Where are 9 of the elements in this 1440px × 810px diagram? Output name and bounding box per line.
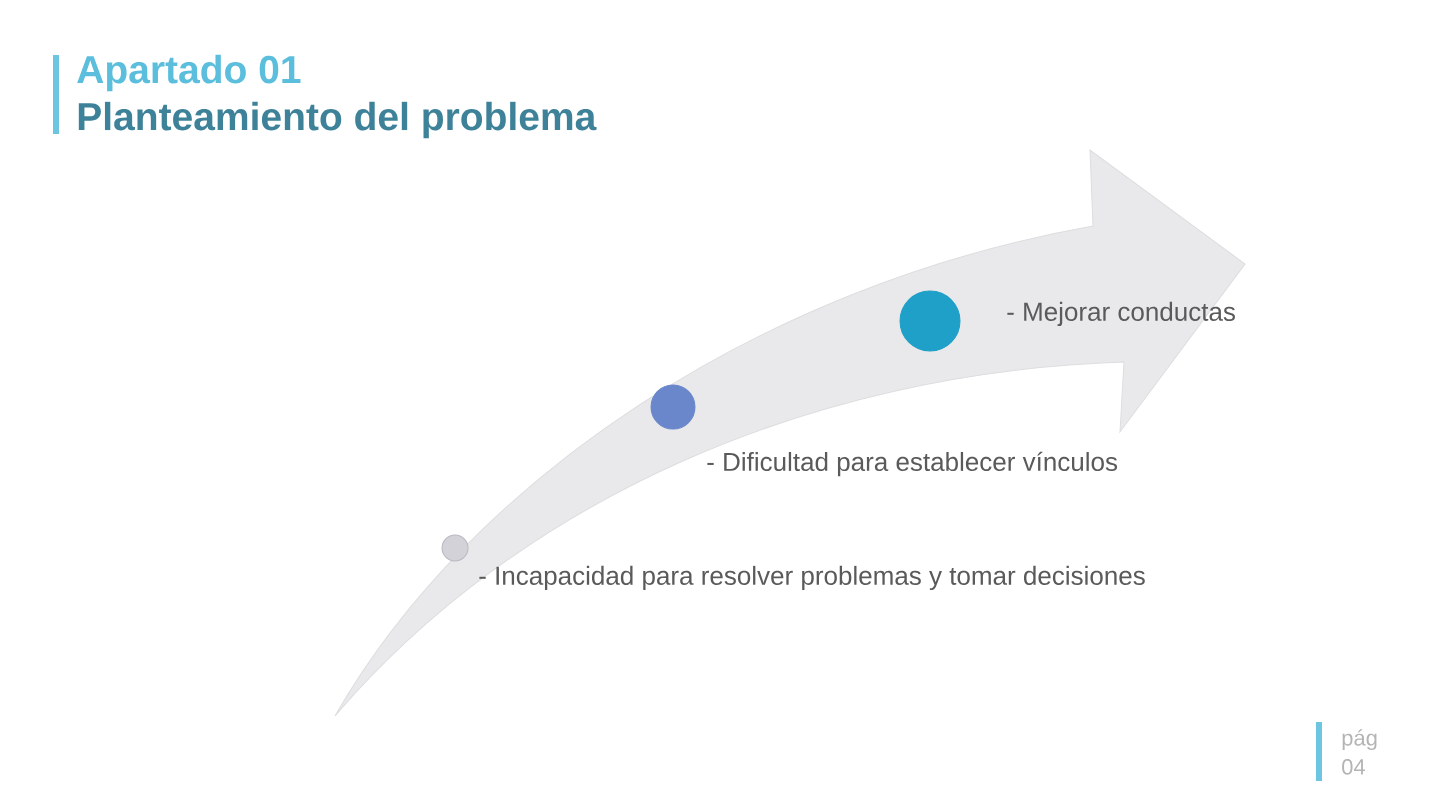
step-circle bbox=[899, 290, 961, 352]
bullet-text: - Dificultad para establecer vínculos bbox=[707, 451, 1118, 477]
bullet-text: - Mejorar conductas bbox=[1007, 301, 1235, 327]
step-circle bbox=[441, 534, 469, 562]
section-label: Apartado 01 bbox=[77, 54, 301, 92]
bullet-text: - Incapacidad para resolver problemas y tomar decisiones bbox=[479, 565, 1145, 591]
step-circle bbox=[650, 384, 696, 430]
page-number: pág 04 bbox=[1342, 729, 1377, 775]
slide-title: Planteamiento del problema bbox=[78, 101, 597, 139]
